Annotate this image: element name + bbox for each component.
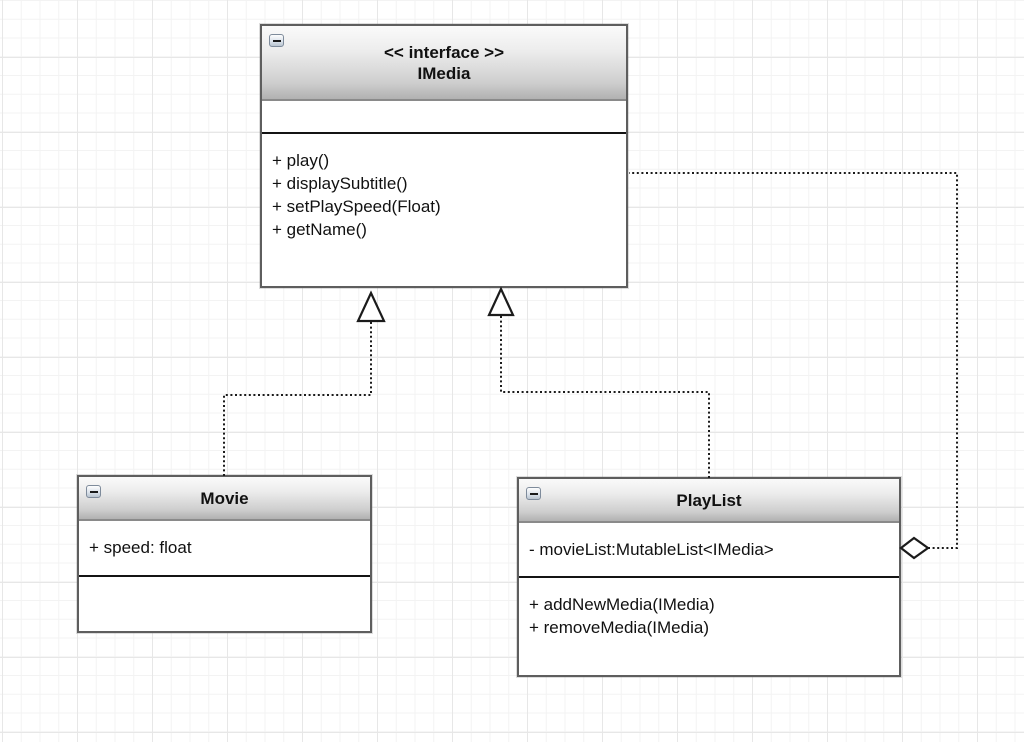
method-item: + displaySubtitle() — [272, 174, 408, 193]
class-name-movie: Movie — [200, 488, 249, 508]
class-box-imedia[interactable]: << interface >> IMedia + play() + displa… — [260, 24, 628, 288]
class-box-movie[interactable]: Movie + speed: float — [77, 475, 372, 633]
class-name-imedia: IMedia — [417, 63, 471, 83]
hollow-triangle-arrowhead — [356, 290, 386, 323]
minus-glyph — [89, 490, 98, 493]
methods-section-playlist: + addNewMedia(IMedia) + removeMedia(IMed… — [519, 578, 899, 675]
attribute-item: + speed: float — [89, 538, 192, 557]
collapse-minus-icon[interactable] — [269, 34, 284, 47]
realization-edge-playlist-imedia[interactable] — [487, 286, 710, 478]
class-name-playlist: PlayList — [676, 490, 742, 510]
minus-glyph — [529, 492, 538, 495]
methods-section-movie — [79, 577, 370, 631]
method-item: + play() — [272, 151, 330, 170]
methods-section-imedia: + play() + displaySubtitle() + setPlaySp… — [262, 134, 626, 286]
class-stereotype: << interface >> — [383, 42, 505, 62]
class-header-playlist[interactable]: PlayList — [519, 479, 899, 523]
hollow-triangle-arrowhead — [487, 286, 515, 317]
method-item: + getName() — [272, 220, 367, 239]
attributes-section-imedia — [262, 101, 626, 134]
hollow-diamond-arrowhead — [899, 536, 930, 560]
method-item: + removeMedia(IMedia) — [529, 618, 709, 637]
attributes-section-playlist: - movieList:MutableList<IMedia> — [519, 523, 899, 578]
realization-edge-movie-imedia[interactable] — [223, 290, 386, 476]
class-header-movie[interactable]: Movie — [79, 477, 370, 521]
attribute-item: - movieList:MutableList<IMedia> — [529, 540, 774, 559]
method-item: + addNewMedia(IMedia) — [529, 595, 715, 614]
class-box-playlist[interactable]: PlayList - movieList:MutableList<IMedia>… — [517, 477, 901, 677]
collapse-minus-icon[interactable] — [526, 487, 541, 500]
class-header-imedia[interactable]: << interface >> IMedia — [262, 26, 626, 101]
method-item: + setPlaySpeed(Float) — [272, 197, 441, 216]
collapse-minus-icon[interactable] — [86, 485, 101, 498]
minus-glyph — [272, 39, 281, 42]
attributes-section-movie: + speed: float — [79, 521, 370, 577]
